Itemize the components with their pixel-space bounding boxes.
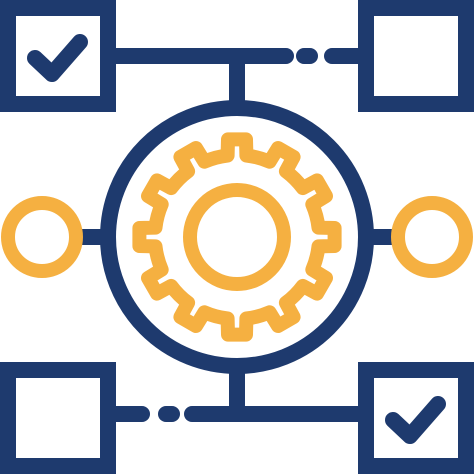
checkmarks	[27, 34, 446, 444]
left-node-circle	[1, 196, 83, 278]
side-nodes	[1, 196, 473, 278]
gear-outline	[132, 132, 342, 342]
check-icon	[385, 396, 446, 444]
gear-center-circle	[183, 183, 291, 291]
top-right-box	[358, 0, 474, 112]
check-icon	[27, 34, 88, 82]
top-left-box	[0, 0, 116, 112]
right-node-circle	[391, 196, 473, 278]
bottom-left-box	[0, 362, 116, 474]
gear-icon	[132, 132, 342, 342]
hub-circle	[100, 100, 374, 374]
